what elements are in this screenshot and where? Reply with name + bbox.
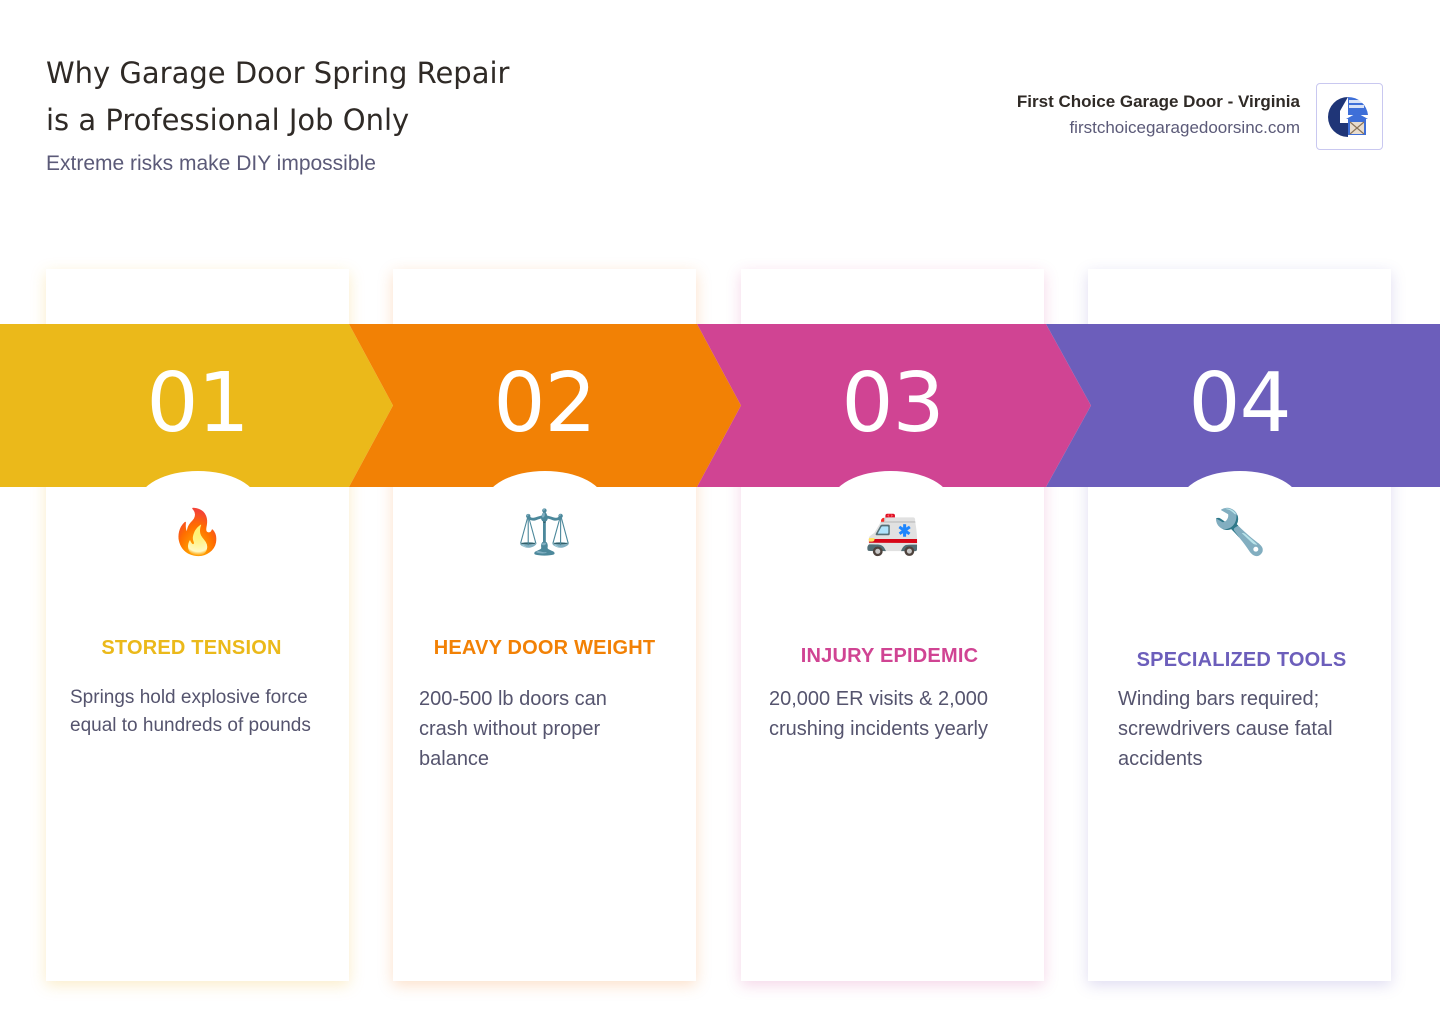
step-body-2: 200-500 lb doors can crash without prope… — [419, 688, 607, 770]
step-number-3: 03 — [841, 356, 944, 451]
title-line-1: Why Garage Door Spring Repair — [46, 56, 510, 90]
step-heading-3: INJURY EPIDEMIC — [800, 645, 979, 667]
brand-block: First Choice Garage Door - Virginia firs… — [1017, 90, 1300, 142]
ribbon-segment-4 — [1046, 324, 1440, 487]
page-subtitle: Extreme risks make DIY impossible — [46, 152, 376, 175]
page-title: Why Garage Door Spring Repair is a Profe… — [46, 50, 509, 144]
step-body-4: Winding bars required; screwdrivers caus… — [1118, 688, 1333, 770]
step-number-4: 04 — [1188, 356, 1291, 451]
fire-icon: 🔥 — [170, 507, 225, 558]
step-heading-1: STORED TENSION — [101, 637, 282, 659]
step-body-1: Springs hold explosive force equal to hu… — [70, 687, 311, 736]
brand-url[interactable]: firstchoicegaragedoorsinc.com — [1069, 118, 1300, 137]
title-line-2: is a Professional Job Only — [46, 103, 410, 137]
step-number-2: 02 — [493, 356, 596, 451]
step-heading-2: HEAVY DOOR WEIGHT — [433, 637, 656, 659]
step-ribbon — [0, 324, 1440, 487]
brand-name: First Choice Garage Door - Virginia — [1016, 92, 1300, 111]
step-body-3: 20,000 ER visits & 2,000 crushing incide… — [769, 688, 989, 740]
ribbon-segment-3 — [697, 324, 1091, 487]
step-number-1: 01 — [146, 356, 249, 451]
first-choice-garage-logo-icon — [1316, 83, 1383, 150]
balance-scale-icon: ⚖️ — [517, 507, 572, 558]
step-heading-4: SPECIALIZED TOOLS — [1136, 649, 1347, 671]
ambulance-icon: 🚑 — [865, 507, 920, 558]
ribbon-segment-2 — [349, 324, 741, 487]
wrench-icon: 🔧 — [1212, 507, 1267, 558]
ribbon-segment-1 — [0, 324, 393, 487]
